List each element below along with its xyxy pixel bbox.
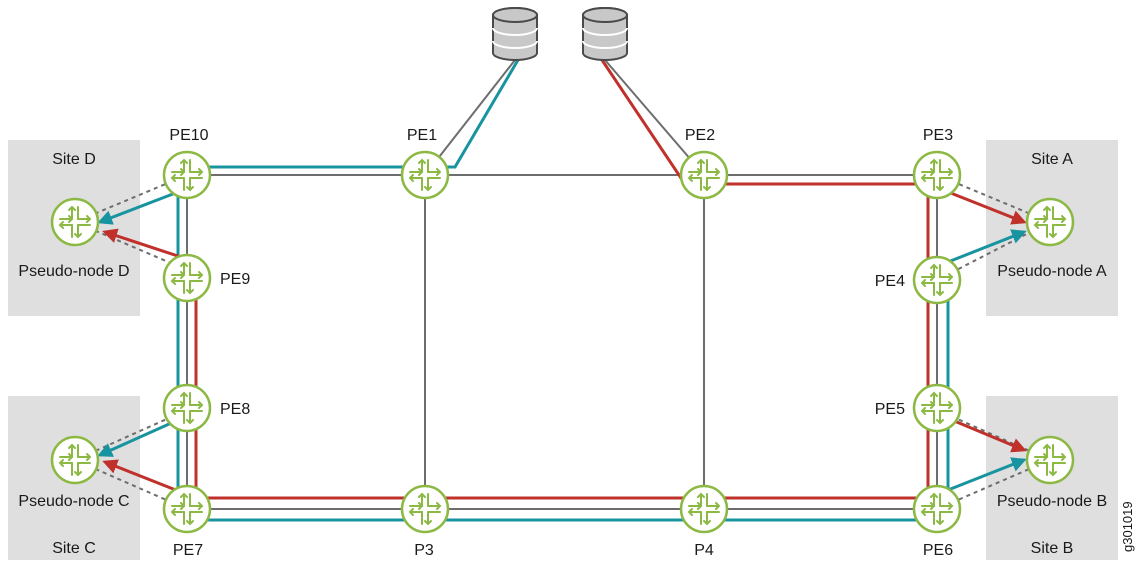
- router-icon: [162, 253, 212, 303]
- database-icon: [582, 7, 628, 61]
- router-icon: [1025, 197, 1075, 247]
- pseudo-node-a-label: Pseudo-node A: [997, 263, 1107, 280]
- teal-arrow-a: [947, 229, 1027, 264]
- teal-traffic-path: [176, 59, 950, 522]
- router-icon: [912, 484, 962, 534]
- pseudo-node-b-label: Pseudo-node B: [997, 493, 1107, 510]
- pseudo-node-d-label: Pseudo-node D: [18, 263, 129, 280]
- access-links: [74, 174, 1051, 510]
- router-icon: [679, 484, 729, 534]
- router-icon: [400, 484, 450, 534]
- database-icon: [492, 7, 538, 61]
- router-label-pe3: PE3: [923, 127, 953, 144]
- router-icon: [679, 150, 729, 200]
- router-icon: [1025, 435, 1075, 485]
- router-icon: [50, 435, 100, 485]
- router-label-pe10: PE10: [169, 127, 208, 144]
- router-label-pe5: PE5: [875, 401, 905, 418]
- teal-arrow-c: [97, 418, 179, 457]
- site-a-label: Site A: [1031, 151, 1073, 168]
- red-traffic-path: [194, 59, 930, 500]
- router-label-pe8: PE8: [220, 401, 250, 418]
- router-label-pe2: PE2: [685, 127, 715, 144]
- router-icon: [912, 150, 962, 200]
- router-icon: [162, 150, 212, 200]
- site-c-label: Site C: [52, 540, 96, 557]
- site-d-label: Site D: [52, 151, 96, 168]
- site-b-label: Site B: [1031, 540, 1074, 557]
- router-icon: [912, 383, 962, 433]
- router-label-pe4: PE4: [875, 273, 905, 290]
- router-icon: [400, 150, 450, 200]
- teal-arrow-d: [97, 190, 179, 225]
- teal-arrow-b: [947, 457, 1027, 492]
- router-label-pe1: PE1: [407, 127, 437, 144]
- pseudo-node-c-label: Pseudo-node C: [18, 493, 129, 510]
- router-icon: [912, 255, 962, 305]
- router-label-p4: P4: [694, 542, 714, 559]
- router-icon: [162, 383, 212, 433]
- router-label-p3: P3: [414, 542, 434, 559]
- router-icon: [50, 197, 100, 247]
- figure-id: g301019: [1120, 501, 1135, 552]
- router-label-pe6: PE6: [923, 542, 953, 559]
- physical-links: [186, 59, 938, 510]
- router-label-pe7: PE7: [173, 542, 203, 559]
- router-label-pe9: PE9: [220, 271, 250, 288]
- router-icon: [162, 484, 212, 534]
